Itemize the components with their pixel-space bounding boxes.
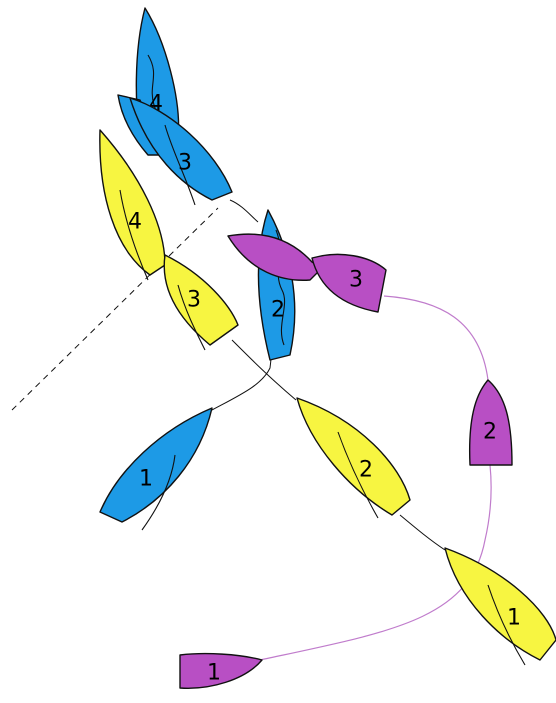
- purple-boat-3-number: 3: [349, 268, 363, 293]
- purple-boat-2-number: 2: [483, 420, 497, 445]
- purple-boat-2: 2: [470, 380, 512, 465]
- yellow-boat-1: 1: [445, 548, 556, 665]
- yellow-boat-2: 2: [297, 398, 410, 518]
- blue-boat-1-number: 1: [139, 467, 153, 492]
- yellow-boat-1-number: 1: [507, 606, 521, 631]
- yellow-boat-3-number: 3: [187, 288, 201, 313]
- purple-boat-1: 1: [180, 654, 262, 689]
- purple-boat-3: 3: [228, 234, 386, 312]
- yellow-boat-3: 3: [164, 255, 238, 350]
- blue-boat-3-number: 3: [178, 151, 192, 176]
- yellow-boat-4-number: 4: [128, 210, 142, 235]
- purple-boat-1-number: 1: [207, 661, 221, 686]
- yellow-boat-2-number: 2: [359, 458, 373, 483]
- blue-boat-1: 1: [100, 408, 212, 530]
- blue-boat-2: 2: [258, 210, 294, 360]
- blue-boat-2-number: 2: [271, 298, 285, 323]
